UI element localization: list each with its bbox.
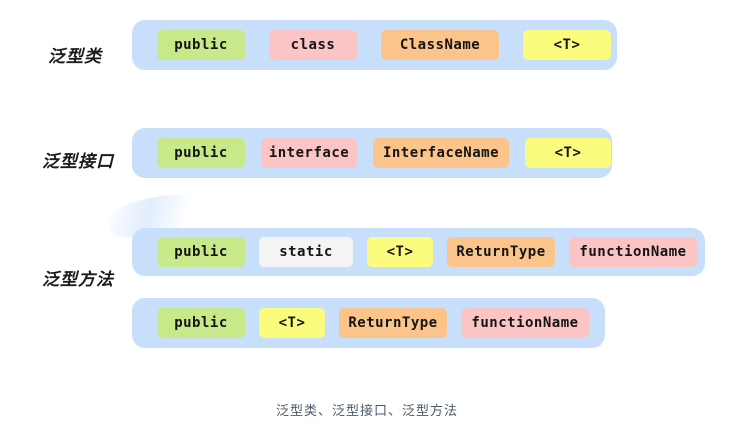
code-row-3: public <T> ReturnType functionName: [132, 298, 605, 348]
code-token: public: [157, 30, 245, 60]
code-token: ReturnType: [447, 237, 555, 267]
row-label-2: 泛型方法: [42, 270, 114, 289]
code-row-0: public class ClassName <T>: [132, 20, 617, 70]
diagram-caption: 泛型类、泛型接口、泛型方法: [275, 404, 458, 419]
code-token: public: [157, 308, 245, 338]
code-row-2: public static <T> ReturnType functionName: [132, 228, 705, 276]
code-token: functionName: [461, 308, 589, 338]
code-token: class: [269, 30, 357, 60]
row-label-0: 泛型类: [48, 47, 102, 66]
code-token: <T>: [525, 138, 611, 168]
code-row-1: public interface InterfaceName <T>: [132, 128, 612, 178]
code-token: <T>: [367, 237, 433, 267]
code-token: interface: [261, 138, 357, 168]
code-token: static: [259, 237, 353, 267]
code-token: InterfaceName: [373, 138, 509, 168]
code-token: public: [157, 138, 245, 168]
code-token: functionName: [569, 237, 697, 267]
code-token: ClassName: [381, 30, 499, 60]
row-label-1: 泛型接口: [42, 152, 114, 171]
code-token: <T>: [259, 308, 325, 338]
code-token: ReturnType: [339, 308, 447, 338]
code-token: <T>: [523, 30, 611, 60]
code-token: public: [157, 237, 245, 267]
